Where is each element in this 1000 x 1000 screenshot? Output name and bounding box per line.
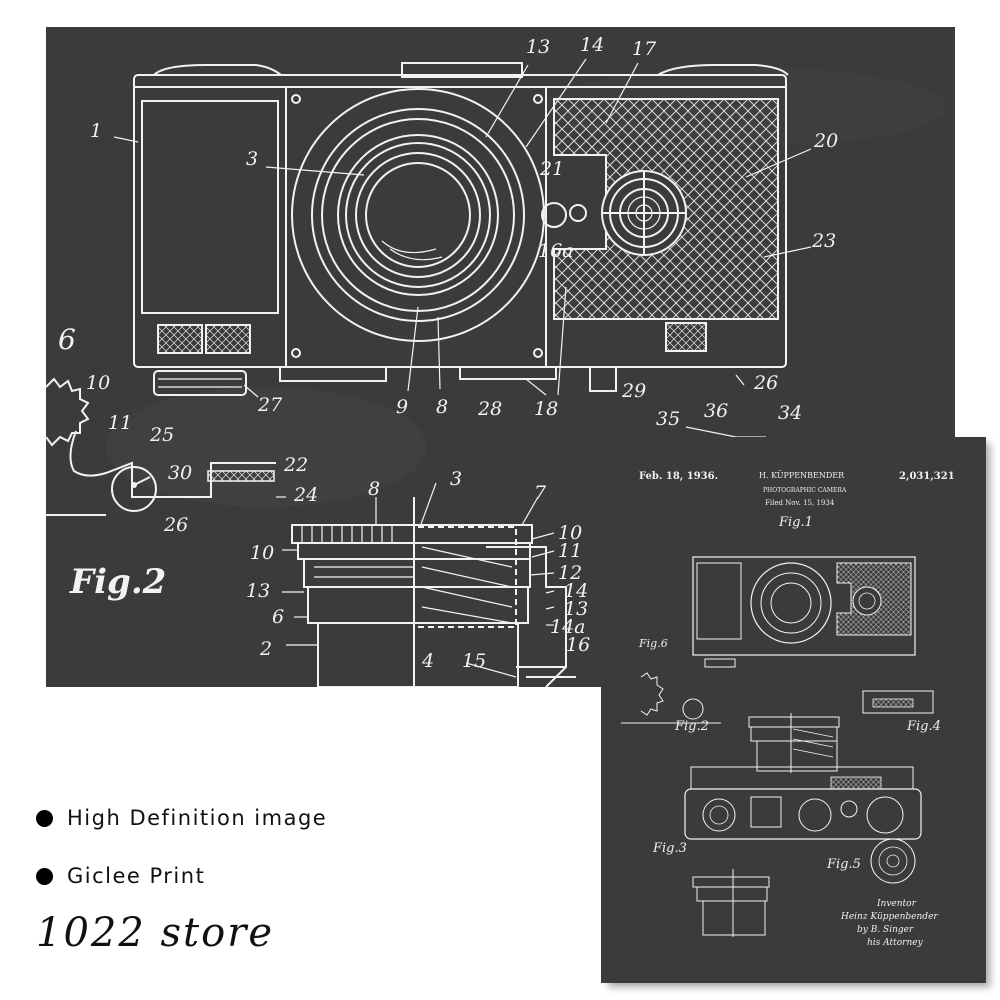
label-11b: 11 bbox=[558, 540, 582, 562]
label-16: 16 bbox=[566, 634, 590, 656]
label-6: 6 bbox=[58, 323, 76, 356]
label-11: 11 bbox=[108, 412, 132, 434]
feature-giclee-print: Giclee Print bbox=[36, 864, 205, 888]
label-9: 9 bbox=[396, 396, 408, 418]
label-12: 12 bbox=[558, 562, 582, 584]
label-18: 18 bbox=[534, 398, 558, 420]
label-3b: 3 bbox=[450, 468, 462, 490]
label-10: 10 bbox=[86, 372, 110, 394]
label-25: 25 bbox=[149, 424, 174, 446]
label-17: 17 bbox=[632, 38, 657, 60]
poster-fig2: Fig.2 bbox=[675, 719, 709, 734]
label-34: 34 bbox=[778, 402, 802, 424]
bullet-icon bbox=[36, 809, 53, 827]
camera-front-view bbox=[113, 58, 812, 398]
label-16a: 16a bbox=[538, 240, 574, 262]
poster-filed: Filed Nov. 15, 1934 bbox=[765, 499, 835, 507]
poster-fig4: Fig.4 bbox=[907, 719, 941, 734]
poster-attorney: his Attorney bbox=[867, 938, 923, 948]
feature-high-definition: High Definition image bbox=[36, 806, 327, 830]
label-13b: 13 bbox=[246, 580, 270, 602]
store-name: 1022 store bbox=[36, 910, 274, 956]
label-28: 28 bbox=[477, 398, 502, 420]
label-26b: 26 bbox=[753, 372, 778, 394]
poster-fig1: Fig.1 bbox=[779, 515, 813, 530]
label-26: 26 bbox=[163, 514, 188, 536]
label-14: 14 bbox=[580, 34, 604, 56]
label-23: 23 bbox=[811, 230, 836, 252]
label-8b: 8 bbox=[368, 478, 380, 500]
label-1: 1 bbox=[90, 120, 102, 142]
poster-patent-number: 2,031,321 bbox=[899, 471, 955, 482]
label-3: 3 bbox=[246, 148, 258, 170]
label-8: 8 bbox=[436, 396, 448, 418]
poster-inventor-header: H. KÜPPENBENDER bbox=[759, 471, 845, 480]
patent-detail-image: 1 3 13 14 17 20 21 16a 23 6 10 11 25 30 … bbox=[46, 27, 955, 687]
label-20: 20 bbox=[813, 130, 838, 152]
label-2: 2 bbox=[259, 638, 272, 660]
label-35: 35 bbox=[656, 408, 680, 430]
poster-inventor-name: Heinz Küppenbender bbox=[841, 912, 938, 922]
label-10c: 10 bbox=[250, 542, 274, 564]
label-15: 15 bbox=[462, 650, 486, 672]
label-29: 29 bbox=[621, 380, 646, 402]
feature-label: Giclee Print bbox=[67, 864, 206, 888]
fig2-drawing bbox=[46, 377, 766, 687]
label-13c: 13 bbox=[564, 598, 588, 620]
poster-fig5: Fig.5 bbox=[827, 857, 861, 872]
poster-drawings bbox=[621, 556, 934, 937]
poster-inventor-label: Inventor bbox=[877, 899, 916, 909]
label-13: 13 bbox=[526, 36, 550, 58]
bullet-icon bbox=[36, 867, 53, 885]
label-10b: 10 bbox=[558, 522, 582, 544]
label-14a: 14a bbox=[550, 616, 586, 638]
poster-date: Feb. 18, 1936. bbox=[639, 471, 719, 482]
fig2-caption: Fig.2 bbox=[69, 562, 166, 602]
poster-fig6: Fig.6 bbox=[639, 637, 668, 650]
label-27: 27 bbox=[257, 394, 283, 416]
label-7: 7 bbox=[534, 482, 547, 504]
label-6b: 6 bbox=[272, 606, 284, 628]
label-30: 30 bbox=[168, 462, 192, 484]
poster-by: by B. Singer bbox=[857, 925, 914, 935]
label-22: 22 bbox=[283, 454, 308, 476]
label-36: 36 bbox=[704, 400, 728, 422]
label-24: 24 bbox=[293, 484, 318, 506]
label-4: 4 bbox=[421, 650, 434, 672]
label-21: 21 bbox=[539, 158, 564, 180]
poster-fig3: Fig.3 bbox=[653, 841, 687, 856]
poster-title: PHOTOGRAPHIC CAMERA bbox=[763, 487, 847, 494]
feature-label: High Definition image bbox=[67, 806, 328, 830]
label-14b: 14 bbox=[564, 580, 588, 602]
poster-preview: Feb. 18, 1936. H. KÜPPENBENDER 2,031,321… bbox=[601, 437, 986, 983]
